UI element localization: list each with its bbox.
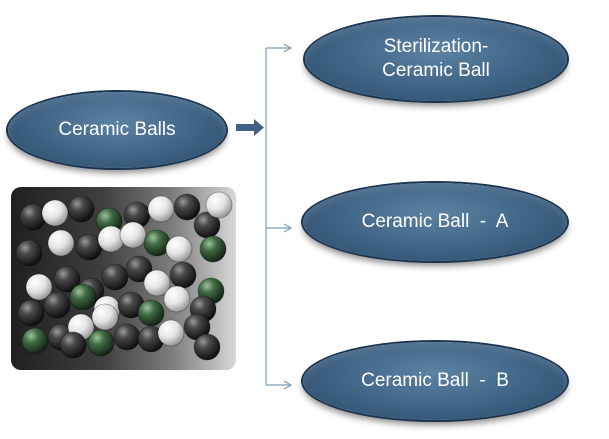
dark-ball: [113, 323, 141, 351]
green-ball: [137, 299, 165, 327]
dark-ball: [17, 299, 45, 327]
green-ball: [69, 283, 97, 311]
dark-ball: [67, 195, 95, 223]
white-ball: [143, 269, 171, 297]
dark-ball: [125, 255, 153, 283]
white-ball: [165, 235, 193, 263]
white-ball: [157, 319, 185, 347]
green-ball: [199, 235, 227, 263]
target-2-label: Ceramic Ball - A: [361, 211, 509, 232]
white-ball: [47, 229, 75, 257]
dark-ball: [173, 193, 201, 221]
white-ball: [97, 225, 125, 253]
white-ball: [205, 191, 233, 219]
target-node-sterilization: Sterilization- Ceramic Ball: [305, 17, 567, 101]
target-node-ball-a: Ceramic Ball - A: [303, 183, 567, 261]
dark-ball: [59, 331, 87, 359]
white-ball: [25, 273, 53, 301]
white-ball: [119, 221, 147, 249]
source-node: Ceramic Balls: [8, 92, 226, 168]
dark-ball: [53, 265, 81, 293]
target-3-label: Ceramic Ball - B: [361, 370, 509, 391]
white-ball: [147, 195, 175, 223]
dark-ball: [19, 203, 47, 231]
green-ball: [21, 327, 49, 355]
dark-ball: [193, 333, 221, 361]
ceramic-balls-illustration: [15, 191, 233, 361]
dark-ball: [15, 239, 43, 267]
green-ball: [87, 329, 115, 357]
main-arrow: [236, 119, 264, 136]
target-1-line-2: Ceramic Ball: [382, 60, 490, 81]
ceramic-balls-photo: [11, 187, 236, 370]
dark-ball: [101, 263, 129, 291]
dark-ball: [43, 291, 71, 319]
source-label: Ceramic Balls: [58, 119, 176, 140]
dark-ball: [169, 261, 197, 289]
white-ball: [163, 285, 191, 313]
target-node-ball-b: Ceramic Ball - B: [303, 342, 567, 420]
white-ball: [41, 199, 69, 227]
white-ball: [91, 303, 119, 331]
target-1-line-1: Sterilization-: [383, 36, 489, 57]
